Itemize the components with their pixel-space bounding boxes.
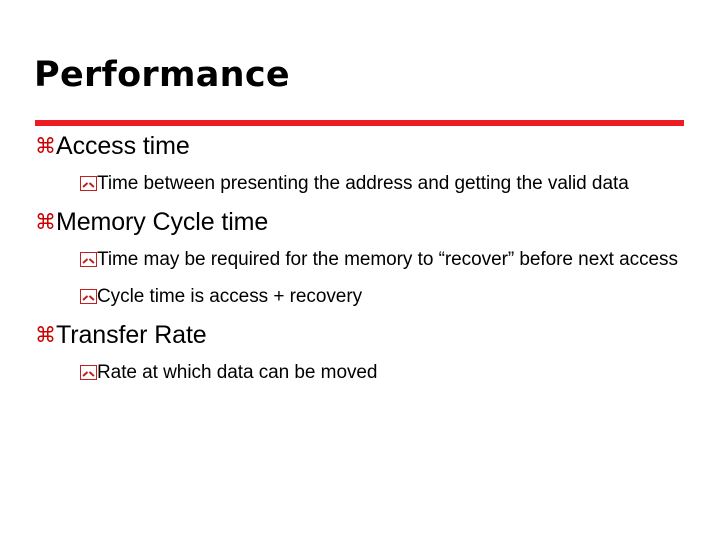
bullet-level1-label: Access time: [56, 132, 190, 160]
boxed-up-arrowhead-bullet-icon: [80, 365, 97, 380]
page-title: Performance: [34, 55, 290, 95]
looped-square-bullet-icon: ⌘: [35, 323, 56, 347]
bullet-level2-transfer-rate-detail: Rate at which data can be moved: [0, 360, 720, 385]
bullet-level1-access-time: ⌘ Access time: [0, 131, 720, 162]
bullet-level1-label: Memory Cycle time: [56, 208, 269, 236]
bullet-level2-cycle-time-detail: Cycle time is access + recovery: [0, 284, 720, 309]
title-underline-rule: [35, 120, 684, 126]
bullet-level2-access-time-detail: Time between presenting the address and …: [0, 171, 720, 196]
looped-square-bullet-icon: ⌘: [35, 210, 56, 234]
spacer: [0, 309, 720, 320]
spacer: [0, 196, 720, 207]
spacer: [0, 351, 720, 360]
bullet-level1-label: Transfer Rate: [56, 321, 207, 349]
bullet-level2-label: Cycle time is access + recovery: [97, 286, 363, 307]
boxed-up-arrowhead-bullet-icon: [80, 289, 97, 304]
spacer: [0, 238, 720, 247]
slide-body-outline: ⌘ Access time Time between presenting th…: [0, 131, 720, 385]
looped-square-bullet-icon: ⌘: [35, 134, 56, 158]
boxed-up-arrowhead-bullet-icon: [80, 252, 97, 267]
bullet-level1-transfer-rate: ⌘ Transfer Rate: [0, 320, 720, 351]
spacer: [0, 272, 720, 284]
bullet-level2-label: Rate at which data can be moved: [97, 362, 378, 383]
boxed-up-arrowhead-bullet-icon: [80, 176, 97, 191]
bullet-level2-recover-detail: Time may be required for the memory to “…: [0, 247, 720, 272]
spacer: [0, 162, 720, 171]
bullet-level2-label: Time may be required for the memory to “…: [97, 249, 678, 270]
bullet-level2-label: Time between presenting the address and …: [97, 173, 629, 194]
bullet-level1-memory-cycle-time: ⌘ Memory Cycle time: [0, 207, 720, 238]
